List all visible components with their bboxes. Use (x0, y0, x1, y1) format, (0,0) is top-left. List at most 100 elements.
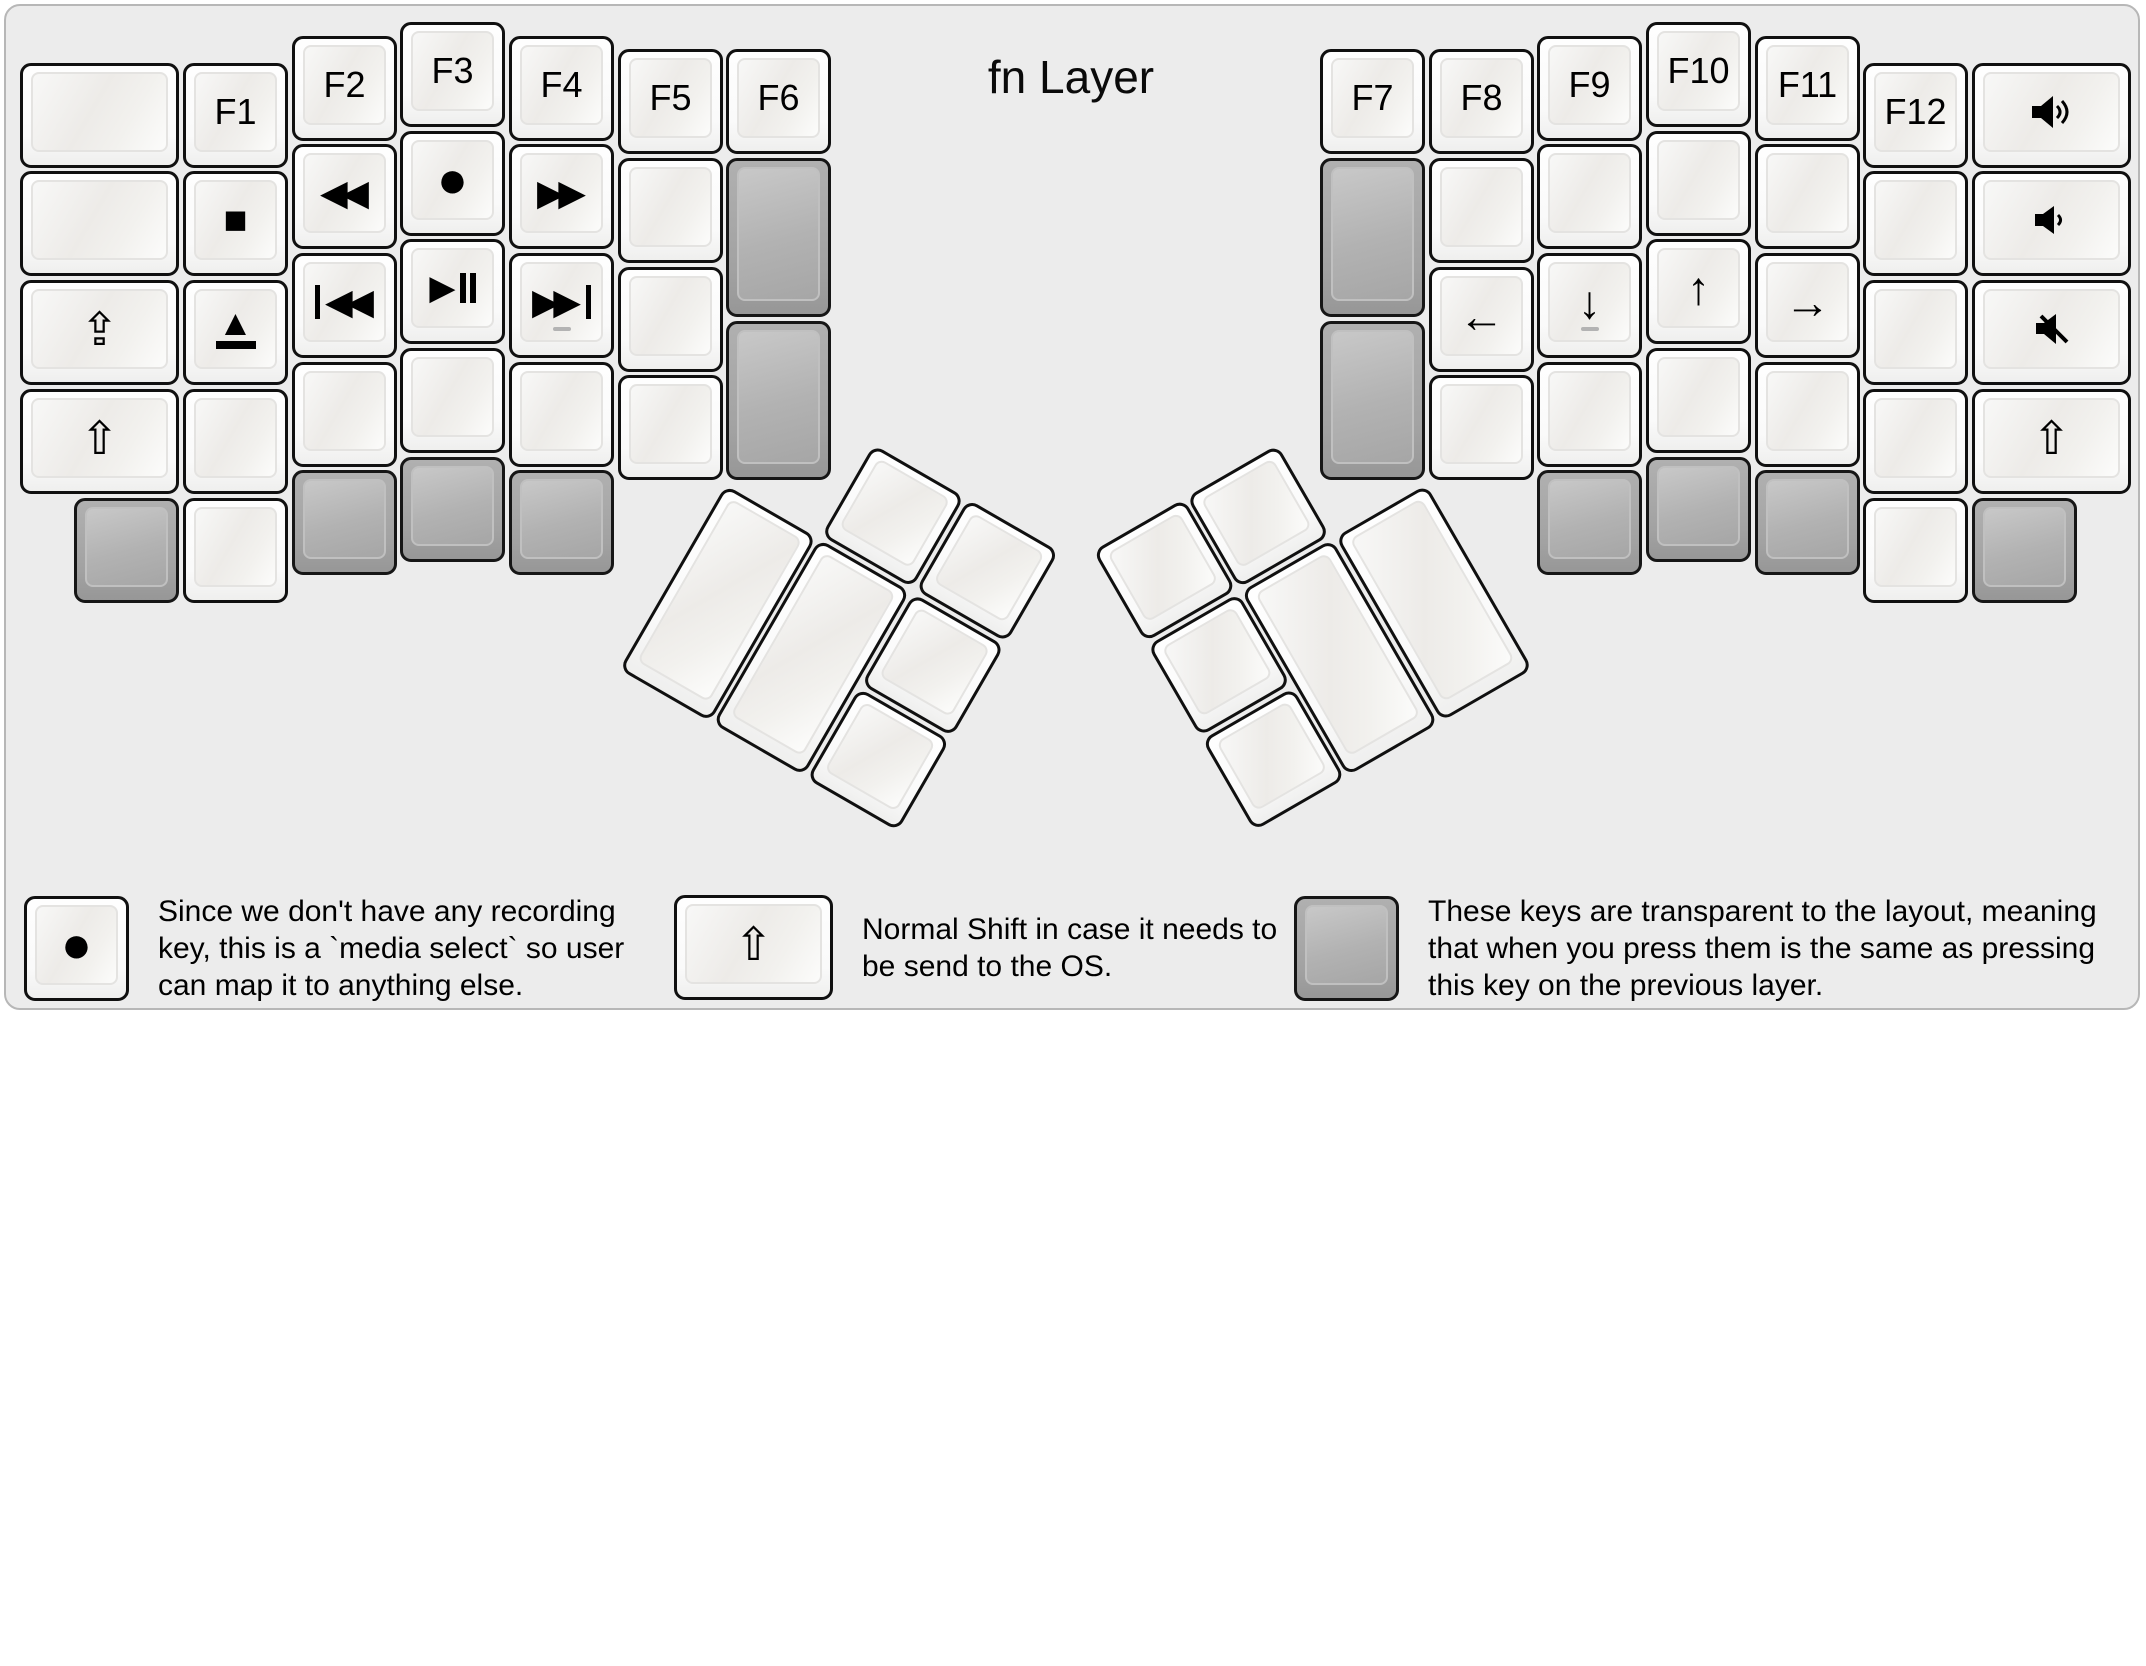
key-blank[interactable] (20, 171, 179, 276)
key-blank[interactable] (1646, 131, 1751, 236)
keycap: F9 (1548, 45, 1631, 125)
key-blank[interactable] (618, 158, 723, 263)
legend-item-normal-shift: ⇧ Normal Shift in case it needs to be se… (672, 893, 1302, 1002)
keycap (1305, 905, 1388, 985)
key-f8[interactable]: F8 (1429, 49, 1534, 154)
keycap (1548, 371, 1631, 451)
shift-icon: ⇧ (734, 918, 773, 970)
key-volume-up[interactable] (1972, 63, 2131, 168)
key-f3[interactable]: F3 (400, 22, 505, 127)
key-transparent[interactable] (400, 457, 505, 562)
key-transparent[interactable] (1320, 321, 1425, 480)
key-transparent[interactable] (1646, 457, 1751, 562)
legend-key-normal-shift[interactable]: ⇧ (674, 895, 833, 1000)
key-blank[interactable] (1755, 144, 1860, 249)
key-transparent[interactable] (292, 470, 397, 575)
key-volume-down[interactable] (1972, 171, 2131, 276)
keycap: F10 (1657, 31, 1740, 111)
keycap: ▶▶ (520, 262, 603, 342)
volume-down-icon (2034, 206, 2062, 234)
key-arrow-up[interactable]: ↑ (1646, 239, 1751, 344)
key-blank[interactable] (1646, 348, 1751, 453)
key-shift[interactable]: ⇧ (20, 389, 179, 494)
key-arrow-right[interactable]: → (1755, 253, 1860, 358)
key-f6[interactable]: F6 (726, 49, 831, 154)
key-f11[interactable]: F11 (1755, 36, 1860, 141)
key-f1[interactable]: F1 (183, 63, 288, 168)
key-arrow-down[interactable]: ↓ (1537, 253, 1642, 358)
key-label: F8 (1460, 77, 1503, 118)
key-f10[interactable]: F10 (1646, 22, 1751, 127)
keycap (1200, 457, 1313, 569)
eject-icon: ▲ (215, 304, 256, 350)
key-transparent[interactable] (726, 158, 831, 317)
key-transparent[interactable] (1755, 470, 1860, 575)
key-blank[interactable] (1429, 158, 1534, 263)
key-f7[interactable]: F7 (1320, 49, 1425, 154)
key-f12[interactable]: F12 (1863, 63, 1968, 168)
key-transparent[interactable] (1320, 158, 1425, 317)
key-blank[interactable] (292, 362, 397, 467)
key-blank[interactable] (183, 389, 288, 494)
keycap (1657, 466, 1740, 546)
key-f2[interactable]: F2 (292, 36, 397, 141)
key-rewind[interactable]: ◀◀ (292, 144, 397, 249)
key-prev-track[interactable]: ◀◀ (292, 253, 397, 358)
key-shift[interactable]: ⇧ (1972, 389, 2131, 494)
key-blank[interactable] (1537, 362, 1642, 467)
key-blank[interactable] (183, 498, 288, 603)
key-blank[interactable] (1863, 389, 1968, 494)
key-blank[interactable] (1429, 375, 1534, 480)
key-mute[interactable] (1972, 280, 2131, 385)
key-blank[interactable] (1863, 171, 1968, 276)
legend-text: Normal Shift in case it needs to be send… (862, 912, 1278, 983)
key-blank[interactable] (1863, 498, 1968, 603)
key-transparent[interactable] (1972, 498, 2077, 603)
key-record[interactable]: ● (400, 131, 505, 236)
key-label: F2 (323, 64, 366, 105)
keycap: ↓ (1548, 262, 1631, 342)
next-track-icon: ▶▶ (532, 284, 591, 320)
key-arrow-left[interactable]: ← (1429, 267, 1534, 372)
key-label: F6 (757, 77, 800, 118)
key-label: F4 (540, 64, 583, 105)
record-icon: ● (60, 916, 93, 974)
keycap (303, 371, 386, 451)
key-f4[interactable]: F4 (509, 36, 614, 141)
key-blank[interactable] (618, 267, 723, 372)
key-stop[interactable]: ■ (183, 171, 288, 276)
key-transparent[interactable] (726, 321, 831, 480)
key-caps-lock[interactable]: ⇪ (20, 280, 179, 385)
key-blank[interactable] (1863, 280, 1968, 385)
keycap: ▲ (194, 289, 277, 369)
key-blank[interactable] (1537, 144, 1642, 249)
key-transparent[interactable] (74, 498, 179, 603)
key-next-track[interactable]: ▶▶ (509, 253, 614, 358)
keycap: F6 (737, 58, 820, 138)
key-f5[interactable]: F5 (618, 49, 723, 154)
legend-key-transparent[interactable] (1294, 896, 1399, 1001)
keycap: ⇧ (1983, 398, 2120, 478)
legend-text: Since we don't have any recording key, t… (158, 895, 625, 1002)
key-f9[interactable]: F9 (1537, 36, 1642, 141)
key-eject[interactable]: ▲ (183, 280, 288, 385)
key-play-pause[interactable]: ▶ (400, 239, 505, 344)
key-transparent[interactable] (509, 470, 614, 575)
keycap (1874, 507, 1957, 587)
keycap (1766, 371, 1849, 451)
key-blank[interactable] (618, 375, 723, 480)
keycap (1983, 72, 2120, 152)
key-label: F11 (1777, 64, 1838, 105)
key-blank[interactable] (20, 63, 179, 168)
key-transparent[interactable] (1537, 470, 1642, 575)
keycap: ▶ (411, 248, 494, 328)
keycap: F1 (194, 72, 277, 152)
key-blank[interactable] (400, 348, 505, 453)
key-blank[interactable] (1755, 362, 1860, 467)
arrow-right-icon: → (1784, 276, 1831, 328)
legend-key-media-select[interactable]: ● (24, 896, 129, 1001)
legend-item-media-select: ● Since we don't have any recording key,… (22, 893, 668, 1004)
key-blank[interactable] (509, 362, 614, 467)
key-fast-forward[interactable]: ▶▶ (509, 144, 614, 249)
